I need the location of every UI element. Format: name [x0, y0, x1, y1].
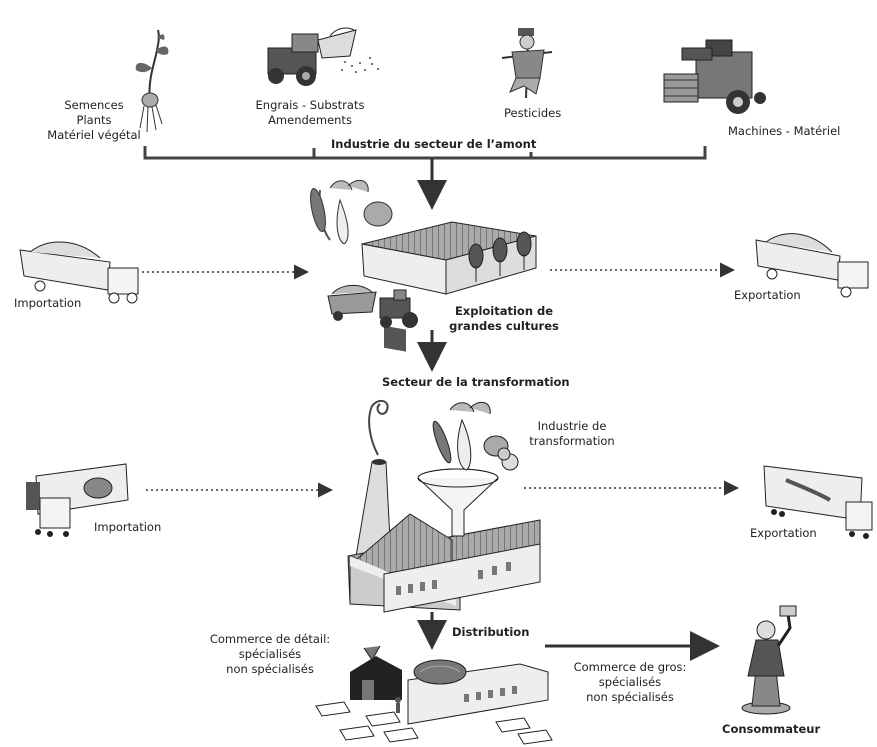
- seeds-line-3: Matériel végétal: [47, 128, 141, 142]
- people-icon: [395, 697, 401, 713]
- crops-icon: [310, 179, 393, 245]
- machines-label: Machines - Matériel: [728, 124, 841, 138]
- wholesale-label: Commerce de gros: spécialisés non spécia…: [568, 660, 692, 705]
- fertilizers-line-2: Amendements: [268, 113, 352, 127]
- combine-harvester-icon: [663, 39, 766, 114]
- import-truck-farm-icon: [19, 241, 139, 304]
- pesticides-label: Pesticides: [504, 106, 562, 120]
- wholesale-line-2: spécialisés: [598, 675, 662, 689]
- retail-line-1: Commerce de détail:: [209, 632, 331, 646]
- industry-line-2: transformation: [529, 434, 615, 448]
- import-truck-processing-icon: [26, 463, 129, 537]
- tractor-spreader-icon: [267, 27, 379, 86]
- tractor-trailer-icon: [327, 285, 418, 328]
- seeds-label: Semences Plants Matériel végétal: [34, 98, 154, 143]
- factory-icon: [347, 399, 541, 613]
- shop-icon: [350, 645, 402, 700]
- trees-icon: [468, 231, 532, 282]
- wholesale-line-3: non spécialisés: [586, 690, 674, 704]
- funnel-icon: [417, 468, 499, 537]
- fertilizers-line-1: Engrais - Substrats: [255, 98, 365, 112]
- wholesale-line-1: Commerce de gros:: [573, 660, 687, 674]
- retail-line-2: spécialisés: [238, 647, 302, 661]
- consumer-label: Consommateur: [722, 722, 821, 736]
- supermarket-icon: [407, 659, 549, 725]
- processing-import-label: Importation: [94, 520, 162, 534]
- export-truck-farm-icon: [755, 233, 869, 298]
- cars-icon: [315, 701, 553, 745]
- upstream-title: Industrie du secteur de l’amont: [328, 137, 540, 152]
- fertilizers-label: Engrais - Substrats Amendements: [244, 98, 376, 128]
- scarecrow-icon: [501, 28, 553, 99]
- processing-crops-icon: [432, 401, 519, 471]
- seeds-line-2: Plants: [76, 113, 112, 127]
- retail-label: Commerce de détail: spécialisés non spéc…: [206, 632, 334, 677]
- industry-line-1: Industrie de: [537, 419, 607, 433]
- distribution-title: Distribution: [452, 625, 530, 639]
- consumer-icon: [741, 605, 797, 715]
- farm-title-line-2: grandes cultures: [449, 319, 559, 333]
- farm-import-label: Importation: [14, 296, 82, 310]
- farm-title-line-1: Exploitation de: [454, 304, 554, 318]
- processing-industry-label: Industrie de transformation: [518, 419, 626, 449]
- seeds-line-1: Semences: [64, 98, 124, 112]
- farm-export-label: Exportation: [734, 288, 801, 302]
- processing-export-label: Exportation: [750, 526, 817, 540]
- processing-sector-title: Secteur de la transformation: [382, 375, 570, 389]
- farm-title: Exploitation de grandes cultures: [444, 304, 564, 334]
- seedling-icon: [135, 29, 169, 133]
- export-truck-processing-icon: [763, 465, 873, 539]
- retail-line-3: non spécialisés: [226, 662, 314, 676]
